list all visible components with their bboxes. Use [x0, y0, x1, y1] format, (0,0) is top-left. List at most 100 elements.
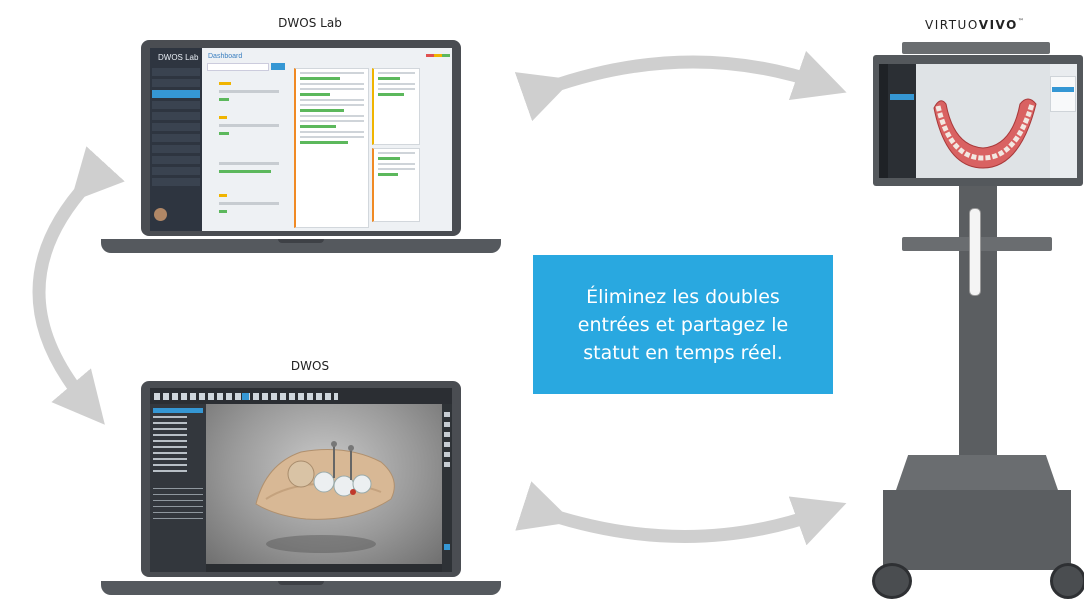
- virtuo-vivo-logo: VIRTUOVIVO™: [925, 18, 1045, 32]
- side-tool-accent[interactable]: [444, 544, 450, 550]
- virtuo-logo-tm: ™: [1017, 18, 1026, 25]
- toolbar-icon-accent[interactable]: [242, 393, 249, 400]
- page-title: Dashboard: [208, 53, 243, 60]
- progress-bar: [300, 109, 344, 112]
- status-bar: [219, 210, 227, 213]
- dwos-lab-sidebar: DWOS Lab: [150, 48, 202, 231]
- vivo-sidebar: [879, 64, 888, 178]
- vivo-left-panel: [888, 64, 916, 178]
- cart-top-handle: [902, 42, 1050, 54]
- virtuo-logo-prefix: VIRTUO: [925, 18, 979, 32]
- card-row: [378, 168, 415, 170]
- dwos-lab-main: Dashboard: [202, 48, 452, 231]
- progress-bar: [300, 77, 340, 80]
- case-card-column[interactable]: [372, 148, 420, 222]
- search-input[interactable]: [207, 63, 269, 71]
- dwos-label: DWOS: [290, 359, 330, 373]
- nav-item[interactable]: [152, 167, 200, 175]
- dwos-lab-app-logo: DWOS Lab: [158, 53, 199, 62]
- cart-base-top: [895, 455, 1059, 493]
- dwos-tree-panel: [150, 404, 206, 572]
- card-row: [300, 72, 364, 74]
- vivo-panel-item-active[interactable]: [890, 94, 914, 100]
- vivo-right-panel-active[interactable]: [1052, 87, 1074, 92]
- vivo-right-panel: [1050, 76, 1076, 112]
- dwos-3d-viewport[interactable]: [206, 404, 442, 564]
- status-bar: [219, 82, 231, 85]
- bidirectional-arrow-icon: [515, 481, 847, 546]
- progress-bar: [300, 93, 330, 96]
- card-row: [378, 72, 415, 74]
- card-row: [300, 104, 364, 106]
- card-row: [378, 163, 415, 165]
- nav-item[interactable]: [152, 178, 200, 186]
- card-row: [300, 136, 364, 138]
- card-row: [378, 83, 415, 85]
- vivo-3d-viewport[interactable]: [916, 64, 1050, 178]
- nav-item[interactable]: [152, 79, 200, 87]
- tree-list[interactable]: [153, 416, 187, 476]
- progress-bar: [378, 157, 400, 160]
- status-bar: [219, 98, 229, 101]
- cart-wheel: [1050, 563, 1084, 599]
- nav-item[interactable]: [152, 123, 200, 131]
- tooth-model-icon: [255, 441, 395, 553]
- dwos-lab-label: DWOS Lab: [278, 16, 342, 30]
- progress-bar: [378, 173, 398, 176]
- progress-bar: [219, 170, 271, 173]
- nav-item[interactable]: [152, 68, 200, 76]
- dwos-toolbar: [150, 388, 452, 404]
- side-tool-icons[interactable]: [444, 412, 450, 472]
- dwos-lab-nav-list: [150, 68, 202, 189]
- status-legend: [426, 54, 450, 57]
- progress-bar: [378, 93, 404, 96]
- progress-bar: [300, 125, 336, 128]
- dwos-lab-screen: DWOS Lab Dashboard: [150, 48, 452, 231]
- cart-base-body: [883, 490, 1071, 570]
- dwos-lab-laptop-base: [101, 239, 501, 253]
- status-bar: [219, 194, 227, 197]
- callout-text: Éliminez les doubles entrées et partagez…: [578, 283, 788, 367]
- callout-line-3: statut en temps réel.: [583, 341, 783, 364]
- case-card-column[interactable]: [372, 68, 420, 145]
- progress-bar: [219, 90, 279, 93]
- cart-scanner-wand: [969, 208, 981, 296]
- nav-item[interactable]: [152, 156, 200, 164]
- card-row: [378, 152, 415, 154]
- view-toggle-button[interactable]: [271, 63, 285, 70]
- dwos-right-toolbar: [442, 404, 452, 572]
- callout-box: Éliminez les doubles entrées et partagez…: [533, 255, 833, 394]
- status-bar: [219, 132, 229, 135]
- card-row: [300, 115, 364, 117]
- tree-item-selected[interactable]: [153, 408, 203, 413]
- case-list-column: [207, 74, 289, 229]
- nav-item[interactable]: [152, 145, 200, 153]
- case-card-column[interactable]: [294, 68, 369, 228]
- cart-monitor-screen: [879, 64, 1077, 178]
- progress-bar: [300, 141, 348, 144]
- progress-bar: [219, 202, 279, 205]
- callout-line-2: entrées et partagez le: [577, 313, 789, 336]
- virtuo-logo-bold: VIVO: [978, 18, 1018, 32]
- progress-bar: [378, 77, 400, 80]
- card-row: [300, 83, 364, 85]
- progress-bar: [219, 124, 279, 127]
- dwos-screen: [150, 388, 452, 572]
- callout-line-1: Éliminez les doubles: [586, 285, 780, 308]
- card-row: [300, 88, 364, 90]
- progress-bar: [219, 162, 279, 165]
- bidirectional-arrow-icon: [514, 50, 847, 122]
- dental-arch-icon: [933, 98, 1037, 169]
- nav-item-dashboard[interactable]: [152, 90, 200, 98]
- nav-item[interactable]: [152, 112, 200, 120]
- nav-item[interactable]: [152, 101, 200, 109]
- dwos-lab-laptop-notch: [278, 239, 324, 243]
- bidirectional-arrow-icon: [32, 146, 125, 425]
- cart-wheel: [872, 563, 912, 599]
- nav-item[interactable]: [152, 134, 200, 142]
- avatar[interactable]: [154, 208, 167, 221]
- card-row: [300, 120, 364, 122]
- card-row: [300, 99, 364, 101]
- card-row: [300, 131, 364, 133]
